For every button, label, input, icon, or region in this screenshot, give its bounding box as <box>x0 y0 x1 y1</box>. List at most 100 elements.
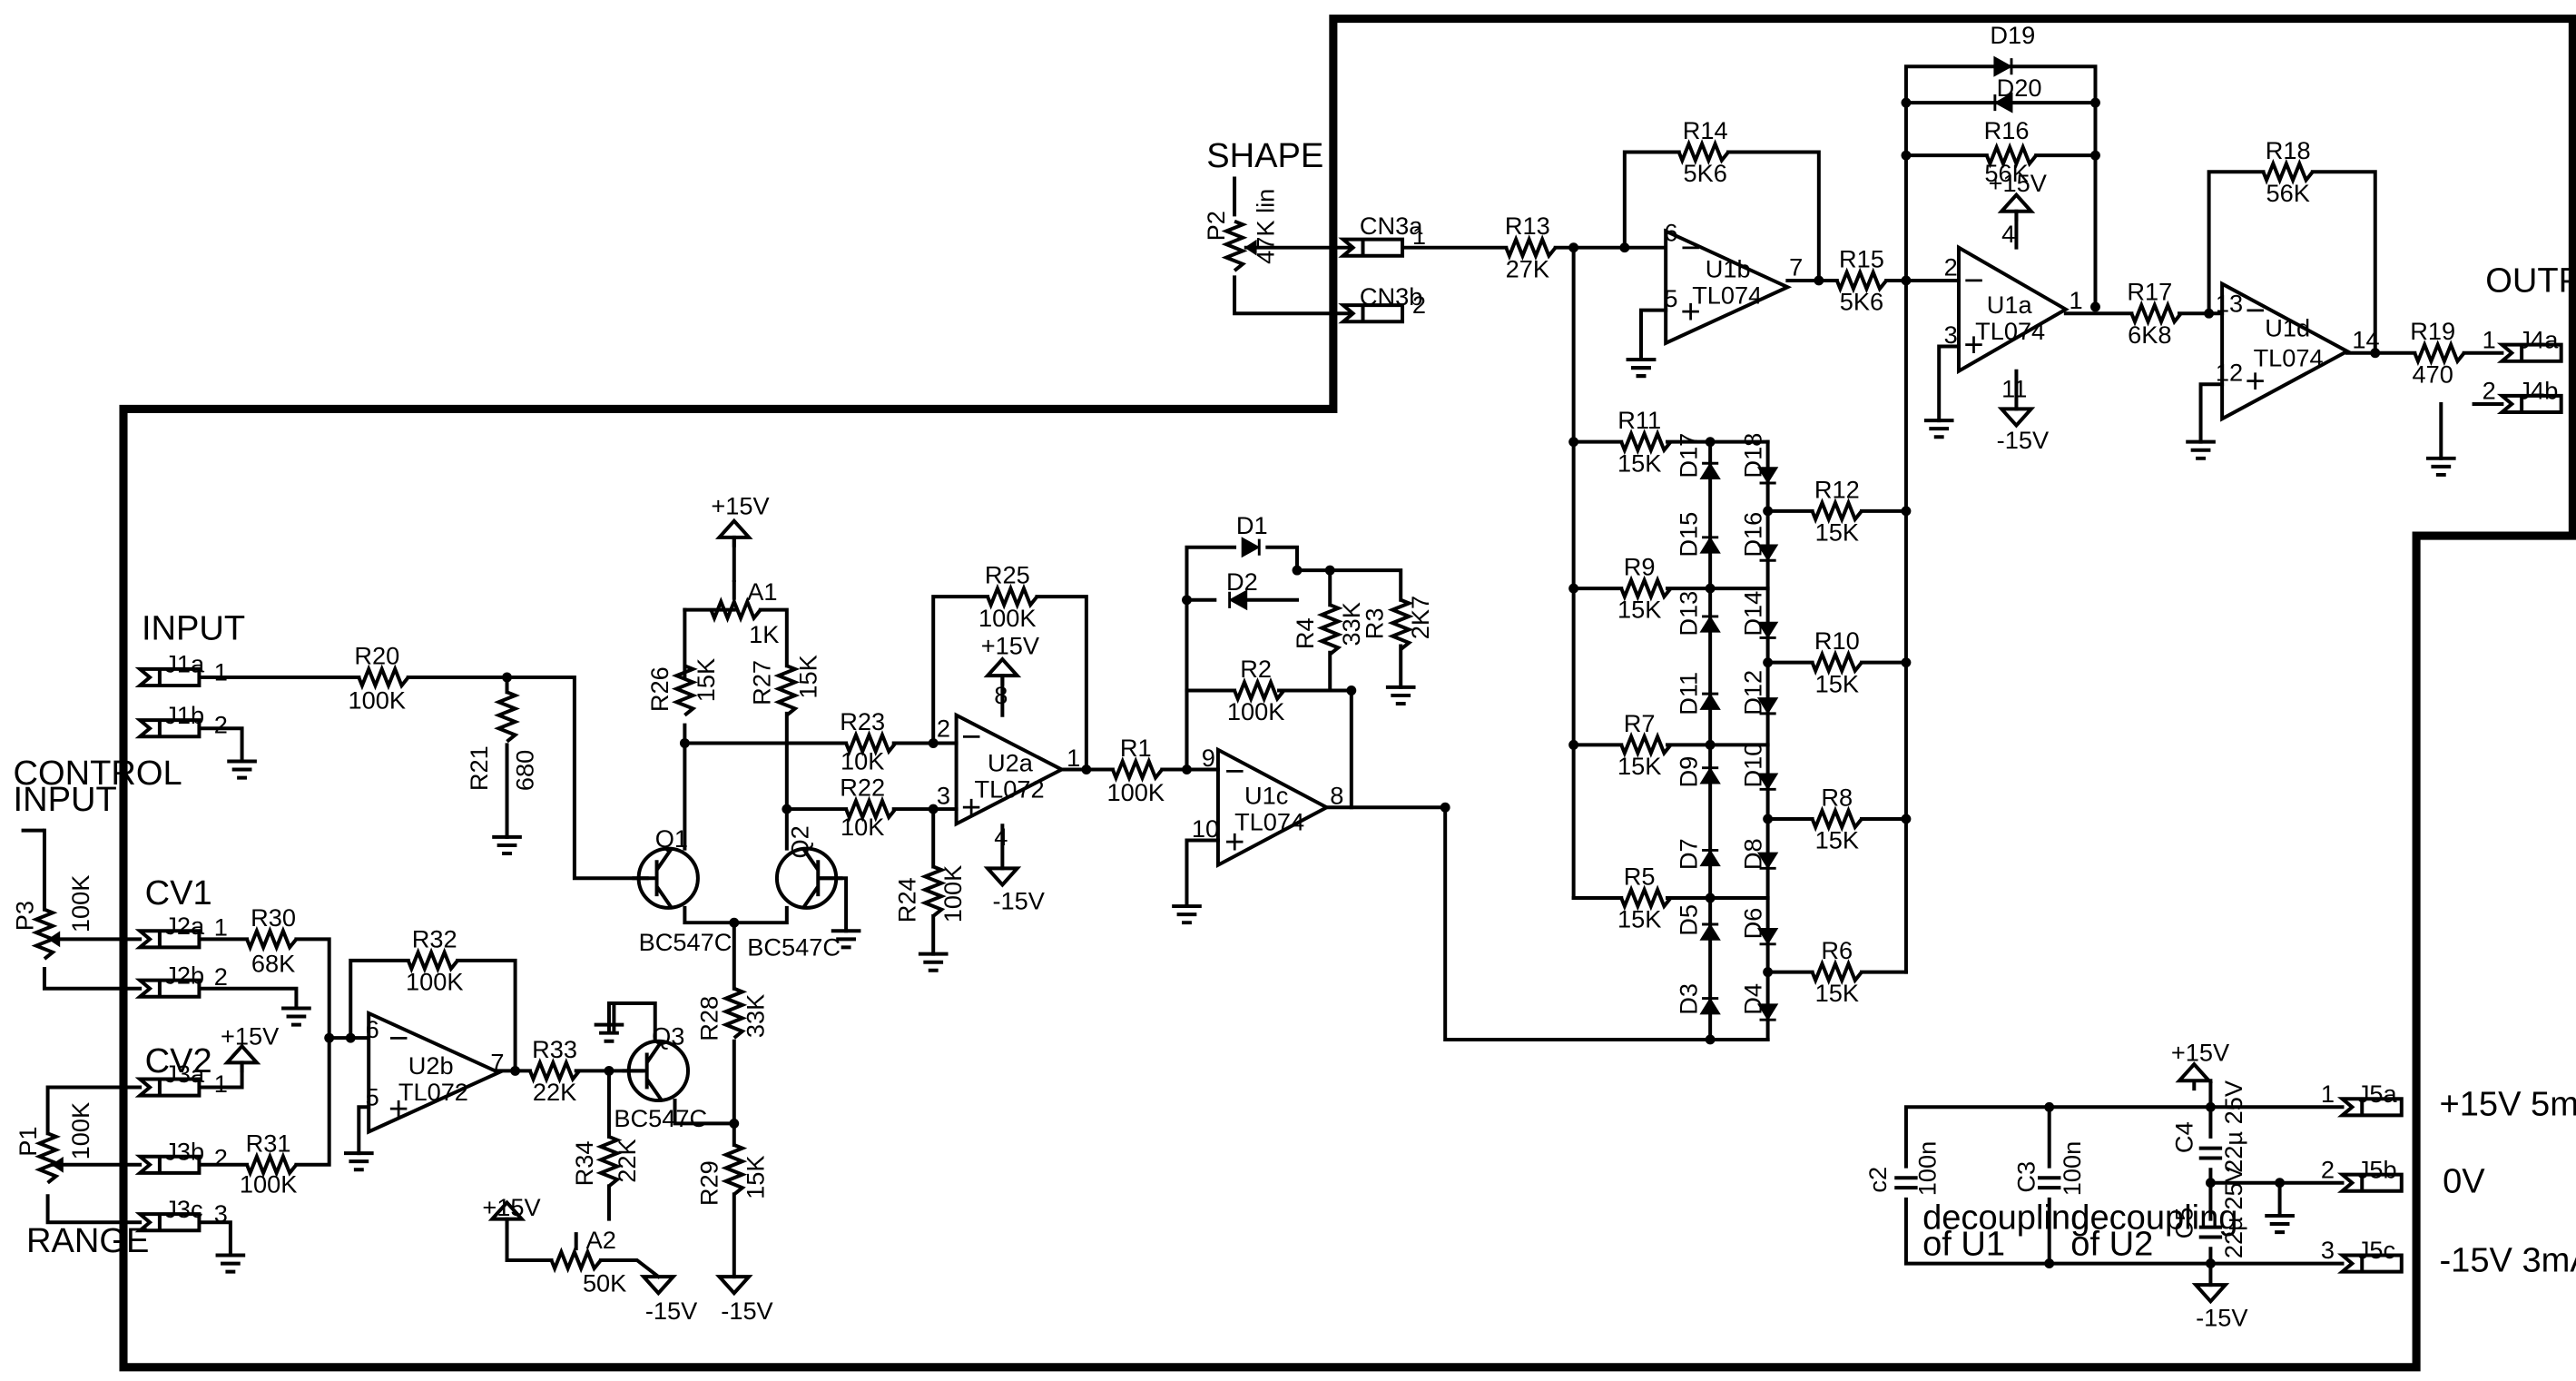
ground-symbol-12 <box>215 1253 246 1274</box>
pin-u2b-5: 5 <box>366 1082 379 1110</box>
r10-value: 15K <box>1815 669 1859 697</box>
pin-u2a-3: 3 <box>937 782 950 810</box>
ground-symbol-3 <box>918 952 949 972</box>
r21-resistor <box>494 690 520 744</box>
r20-resistor <box>357 664 410 691</box>
r30-ref: R30 <box>251 903 296 932</box>
rail-arrow-u2a-neg <box>983 866 1022 888</box>
r4-ref: R4 <box>1291 617 1319 649</box>
r27-value: 15K <box>793 655 821 698</box>
pin-u1a-4: 4 <box>2001 220 2015 248</box>
r29-resistor <box>721 1143 748 1196</box>
d8-ref: D8 <box>1738 838 1766 870</box>
r2-resistor <box>1233 677 1286 704</box>
board-outline <box>119 15 2576 1372</box>
c5-capacitor <box>2198 1225 2223 1239</box>
c4-ref: C4 <box>2169 1121 2197 1153</box>
r8-resistor <box>1810 805 1863 833</box>
u1a-plus: + <box>1963 326 1983 364</box>
j3c-jack <box>134 1212 202 1233</box>
r1-value: 100K <box>1107 778 1165 806</box>
label-range: RANGE <box>26 1222 149 1260</box>
ground-symbol-1 <box>492 834 522 856</box>
j3a-jack <box>134 1077 202 1098</box>
pin-j5c: 3 <box>2321 1236 2335 1264</box>
r32-ref: R32 <box>412 924 457 952</box>
r13-ref: R13 <box>1505 212 1550 240</box>
r12-ref: R12 <box>1814 475 1860 503</box>
d15-ref: D15 <box>1675 512 1703 557</box>
r21-ref: R21 <box>465 745 493 791</box>
r28-resistor <box>721 986 748 1040</box>
r18-ref: R18 <box>2266 136 2311 164</box>
u1c-opamp <box>1215 746 1331 869</box>
r19-value: 470 <box>2413 360 2453 388</box>
r24-resistor <box>919 864 947 918</box>
pin-j3a: 1 <box>214 1070 228 1098</box>
d11-ref: D11 <box>1675 672 1703 715</box>
u2a-ref: U2a <box>988 748 1034 776</box>
u1c-minus: − <box>1224 753 1244 791</box>
u1d-minus: − <box>2246 291 2266 330</box>
r34-resistor <box>595 1135 623 1188</box>
c4-capacitor <box>2198 1146 2223 1160</box>
rail-pos-supply: +15V <box>2171 1039 2230 1067</box>
r27-resistor <box>773 664 801 717</box>
diode-right-4 <box>1756 773 1779 791</box>
j2a-jack <box>134 929 202 950</box>
label-decoupling-u1-2: of U1 <box>1922 1226 2005 1264</box>
ground-symbol-8 <box>2186 439 2216 460</box>
r16-resistor <box>1984 142 2038 169</box>
rail-arrow-a2-neg <box>639 1275 678 1297</box>
r29-value: 15K <box>741 1155 769 1199</box>
ground-symbol-14 <box>594 1022 624 1043</box>
q3-transistor-leads <box>622 1040 664 1102</box>
cn3a-jack <box>1338 237 1405 258</box>
d7-ref: D7 <box>1675 838 1703 870</box>
d9-ref: D9 <box>1675 756 1703 788</box>
j5c-ref: J5c <box>2357 1236 2395 1264</box>
d1-diode <box>1241 537 1261 558</box>
r6-value: 15K <box>1815 979 1859 1007</box>
r14-value: 5K6 <box>1684 159 1727 187</box>
r5-resistor <box>1619 884 1673 912</box>
j5b-ref: J5b <box>2357 1155 2397 1183</box>
rail-pos-cv2: +15V <box>221 1021 280 1050</box>
r22-ref: R22 <box>840 774 885 802</box>
rail-neg-supply: -15V <box>2196 1303 2248 1331</box>
component-symbols <box>21 55 2563 1305</box>
j4a-ref: J4a <box>2519 325 2560 353</box>
r20-ref: R20 <box>354 641 399 669</box>
u2b-plus: + <box>388 1090 408 1129</box>
d20-diode <box>1993 92 2013 113</box>
r16-value: 56K <box>1984 159 2028 187</box>
d19-ref: D19 <box>1990 21 2035 49</box>
pin-j3c: 3 <box>214 1199 228 1228</box>
d6-ref: D6 <box>1738 908 1766 940</box>
ground-symbol-9 <box>2425 456 2456 477</box>
d12-ref: D12 <box>1738 670 1766 715</box>
pin-u1a-11: 11 <box>2001 375 2027 403</box>
diode-right-1 <box>1756 544 1779 562</box>
r26-resistor <box>671 664 698 717</box>
pin-u1c-10: 10 <box>1192 814 1219 843</box>
u2b-value: TL072 <box>398 1078 468 1106</box>
pin-u2b-6: 6 <box>366 1015 379 1043</box>
r30-resistor <box>245 925 298 952</box>
j5a-jack <box>2336 1097 2404 1118</box>
c2-ref: c2 <box>1863 1167 1892 1193</box>
j3c-ref: J3c <box>164 1195 202 1223</box>
d2-ref: D2 <box>1226 567 1258 596</box>
pin-j1b: 2 <box>214 711 228 739</box>
diode-left-0 <box>1699 461 1721 480</box>
pin-cn3a: 1 <box>1412 222 1426 250</box>
q1-ref: Q1 <box>655 824 688 853</box>
u1d-ref: U1d <box>2265 314 2310 342</box>
pin-u1d-12: 12 <box>2216 359 2243 387</box>
j4a-jack <box>2496 342 2563 363</box>
j5b-jack <box>2336 1172 2404 1193</box>
r15-ref: R15 <box>1839 244 1884 272</box>
u2b-opamp <box>367 1010 504 1135</box>
j3b-ref: J3b <box>164 1137 204 1165</box>
